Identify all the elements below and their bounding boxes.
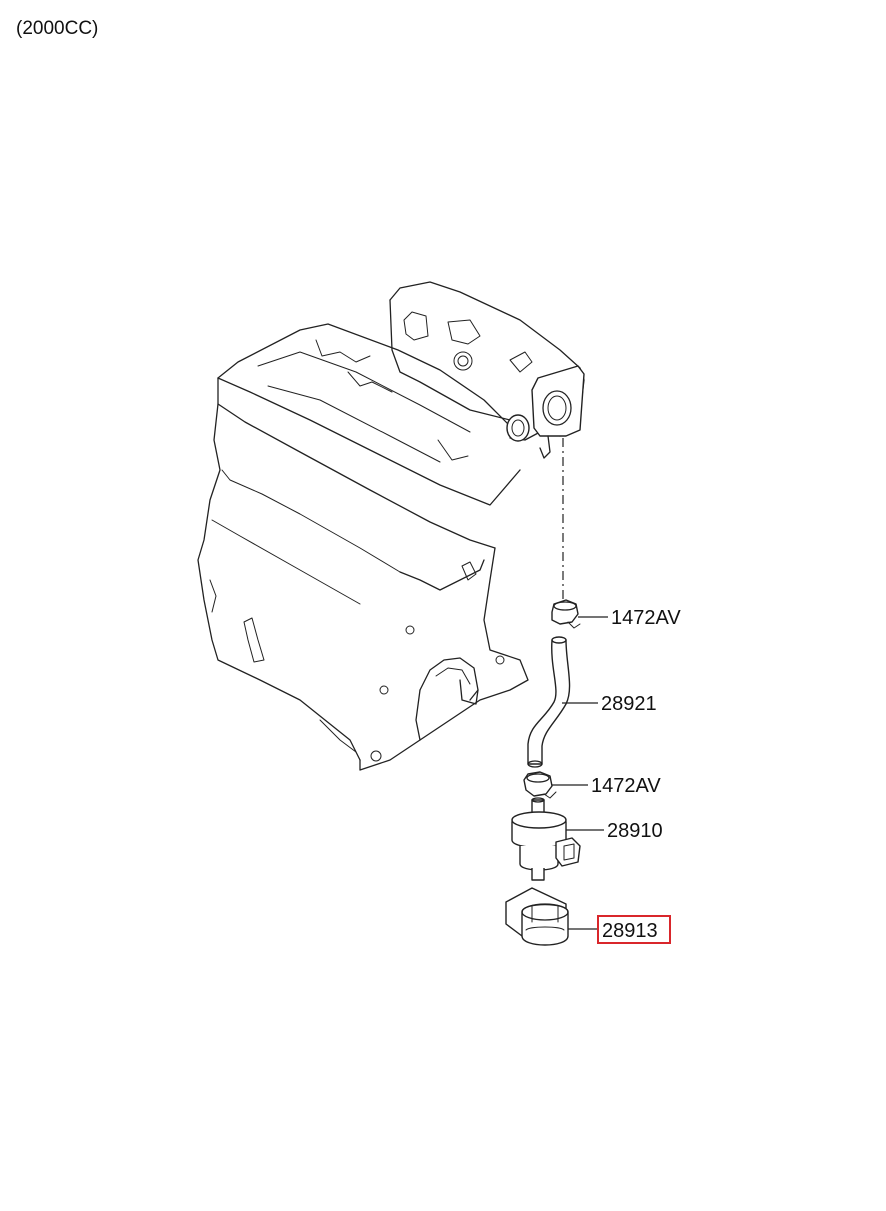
part-label-1472av-upper[interactable]: 1472AV [611, 607, 681, 629]
highlight-box [597, 915, 671, 944]
hose-clamp-lower[interactable] [523, 771, 557, 799]
hose-28921[interactable] [527, 636, 571, 768]
hose-clamp-upper[interactable] [551, 599, 581, 629]
part-label-28910[interactable]: 28910 [607, 820, 663, 842]
engine-assembly [197, 281, 585, 771]
valve-bracket-28913[interactable] [505, 887, 569, 946]
part-label-28913[interactable]: 28913 [602, 920, 658, 942]
variant-label: (2000CC) [16, 18, 98, 39]
part-label-28921[interactable]: 28921 [601, 693, 657, 715]
purge-control-valve-28910[interactable] [511, 797, 581, 881]
part-label-1472av-lower[interactable]: 1472AV [591, 775, 661, 797]
